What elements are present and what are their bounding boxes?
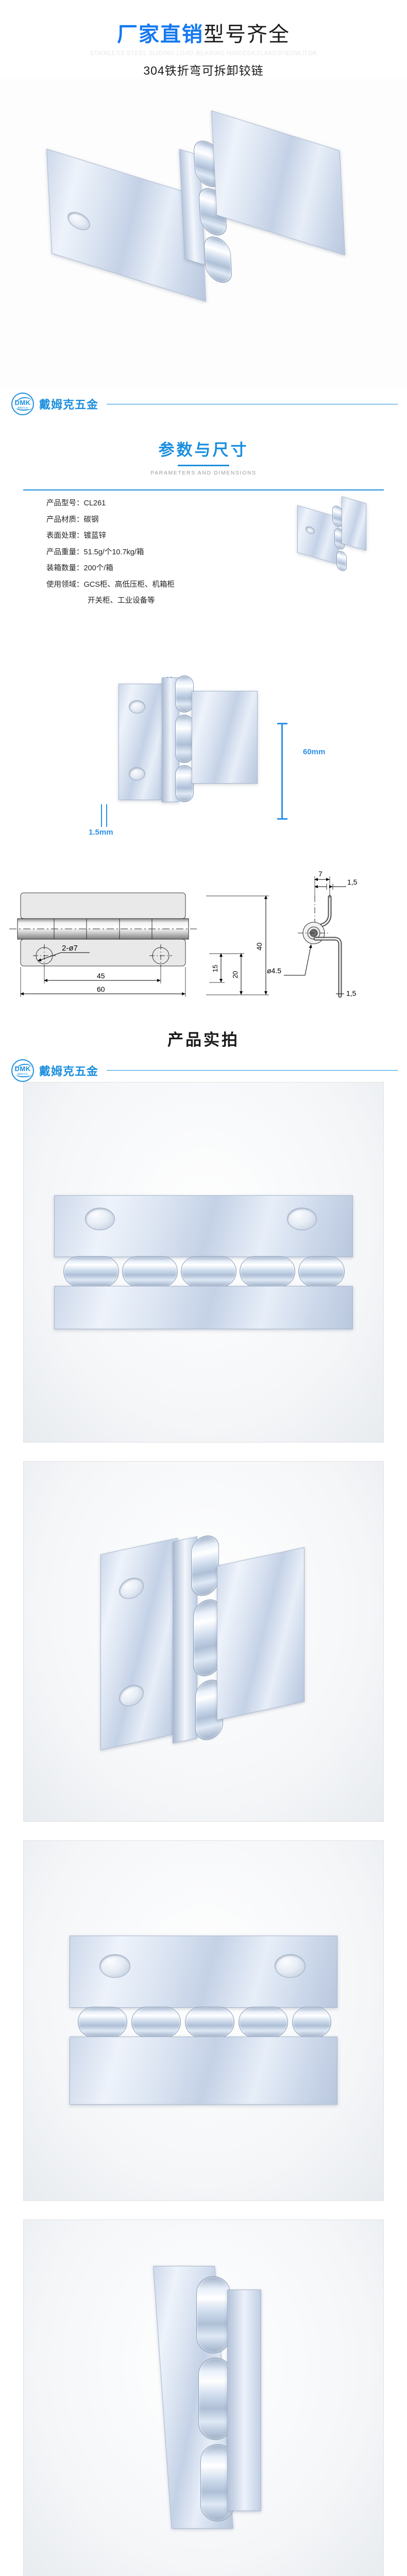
hero-title-black: 型号齐全 — [204, 23, 290, 46]
cad-front-view: 2-ø7 45 60 — [9, 892, 197, 997]
cad-pitch-dim: 45 — [97, 972, 105, 980]
spec-label: 产品重量： — [46, 548, 84, 556]
spec-top-rule — [23, 489, 384, 490]
hinge-hole — [129, 767, 145, 781]
product-photo-gallery — [0, 1081, 407, 2576]
dimension-hinge-render — [117, 657, 287, 817]
cad-technical-drawing: 2-ø7 45 60 40 — [0, 841, 407, 1011]
logo-mark-subtext: 戴姆克五金 — [18, 1073, 28, 1075]
spec-label: 表面处理： — [46, 532, 84, 540]
hinge-render-angled — [100, 1531, 307, 1752]
spec-value: 碳钢 — [83, 515, 99, 524]
thickness-line-b — [106, 804, 107, 827]
section-title-cn: 参数与尺寸 — [158, 441, 249, 459]
dmk-logo-icon: DMK 戴姆克五金 — [11, 393, 34, 415]
cad-side-view: 40 20 15 — [206, 870, 358, 997]
section-title-photos: 产品实拍 — [0, 1011, 407, 1050]
hero-title-blue: 厂家直销 — [117, 23, 204, 46]
spec-value: 镀蓝锌 — [83, 532, 107, 540]
gallery-photo-4[interactable] — [23, 2219, 384, 2576]
spec-row: 使用领域：GCS柜、高低压柜、机箱柜 — [46, 581, 263, 589]
cad-mid-dim: 20 — [231, 971, 239, 978]
thickness-line-a — [101, 804, 102, 827]
hero-title: 厂家直销型号齐全 — [0, 22, 407, 47]
hinge-hole — [275, 1954, 306, 1978]
spec-value: 51.5g/个10.7kg/箱 — [83, 548, 144, 556]
cad-thickness-bottom-dim: 1,5 — [346, 989, 357, 997]
dimension-height-label: 60mm — [303, 747, 326, 756]
section-title-underline — [178, 465, 229, 466]
spec-value: GCS柜、高低压柜、机箱柜 — [83, 580, 175, 589]
cad-thickness-top-dim: 1,5 — [347, 878, 358, 886]
spec-label: 产品型号： — [46, 499, 84, 507]
cad-svg: 2-ø7 45 60 40 — [9, 870, 358, 997]
brand-name: 戴姆克五金 — [39, 398, 99, 411]
hinge-hole — [85, 1207, 115, 1230]
dimension-height-line — [281, 722, 283, 820]
spec-label: 产品材质： — [46, 515, 84, 524]
spec-label: 装箱数量： — [46, 564, 84, 572]
dmk-logo-icon: DMK 戴姆克五金 — [11, 1059, 34, 1082]
spec-value: CL261 — [83, 499, 106, 507]
spec-value: 200个/箱 — [83, 564, 113, 572]
hero-subtitle-en: STAINLESS STEEL SLIDING LOAD-BEARING HIN… — [90, 50, 317, 57]
spec-value: 开关柜、工业设备等 — [88, 597, 155, 605]
logo-mark-subtext: 戴姆克五金 — [18, 406, 28, 409]
hinge-render-top-view — [54, 1195, 353, 1329]
cad-flange-dim: 7 — [318, 870, 323, 878]
brand-bar-secondary: DMK 戴姆克五金 戴姆克五金 — [0, 1050, 407, 1082]
dimension-photo: 40mm 60mm 1.5mm — [0, 620, 407, 841]
hero-subtitle-cn: 304铁折弯可拆卸铰链 — [143, 64, 264, 77]
hero-hinge-render — [44, 110, 363, 354]
logo-mark-text: DMK — [14, 398, 31, 406]
hinge-render-front — [70, 1935, 337, 2106]
spec-row-continued: 开关柜、工业设备等 — [46, 597, 263, 605]
dimension-thickness-label: 1.5mm — [89, 827, 113, 837]
dimension-tick — [277, 818, 287, 820]
cad-pin-diameter-dim: ø4.5 — [267, 967, 281, 975]
cad-height-dim: 40 — [255, 942, 263, 951]
spec-row: 产品材质：碳钢 — [46, 516, 263, 524]
section-title-en: PARAMETERS AND DIMENSIONS — [150, 470, 257, 476]
gallery-photo-2[interactable] — [23, 1461, 384, 1822]
hero-header: 厂家直销型号齐全 STAINLESS STEEL SLIDING LOAD-BE… — [0, 0, 407, 78]
brand-divider — [107, 1070, 398, 1071]
dimension-tick — [277, 722, 287, 724]
spec-thumbnail-image — [286, 496, 368, 579]
logo-underline-icon — [16, 1075, 31, 1077]
cad-width-dim: 60 — [97, 985, 105, 993]
hero-product-image — [0, 78, 407, 387]
hinge-hole — [287, 1207, 317, 1230]
brand-name: 戴姆克五金 — [39, 1064, 99, 1078]
hinge-hole — [99, 1954, 130, 1978]
spec-row: 产品重量：51.5g/个10.7kg/箱 — [46, 548, 263, 556]
hinge-hole — [129, 700, 145, 714]
section-title-parameters: 参数与尺寸 PARAMETERS AND DIMENSIONS — [0, 415, 407, 476]
spec-label: 使用领域： — [46, 580, 84, 589]
spec-list: 产品型号：CL261 产品材质：碳钢 表面处理：镀蓝锌 产品重量：51.5g/个… — [46, 500, 263, 605]
brand-bar: DMK 戴姆克五金 戴姆克五金 — [0, 387, 407, 415]
logo-underline-icon — [16, 408, 31, 411]
spec-row: 表面处理：镀蓝锌 — [46, 532, 263, 540]
gallery-photo-3[interactable] — [23, 1840, 384, 2201]
cad-hole-callout: 2-ø7 — [62, 944, 78, 953]
logo-mark-text: DMK — [14, 1065, 31, 1073]
gallery-photo-1[interactable] — [23, 1081, 384, 1443]
section-title-photos-cn: 产品实拍 — [167, 1030, 240, 1049]
hinge-render-side — [126, 2265, 281, 2534]
spec-row: 产品型号：CL261 — [46, 500, 263, 507]
cad-hole-height-dim: 15 — [211, 964, 219, 972]
spec-block: 产品型号：CL261 产品材质：碳钢 表面处理：镀蓝锌 产品重量：51.5g/个… — [0, 476, 407, 620]
spec-row: 装箱数量：200个/箱 — [46, 565, 263, 572]
